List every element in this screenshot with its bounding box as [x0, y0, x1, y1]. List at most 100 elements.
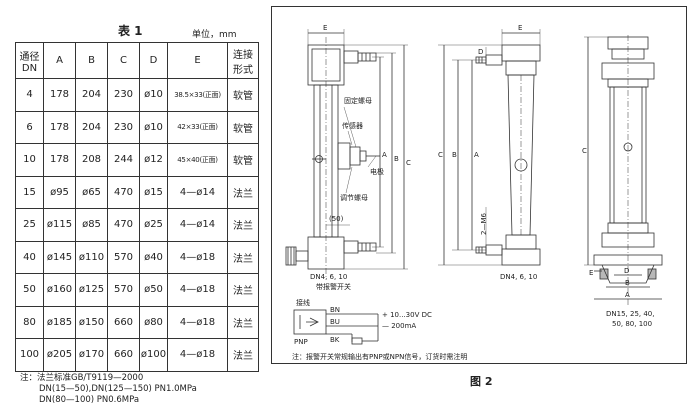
table-cell: 4—ø18: [167, 273, 228, 307]
table-cell: 4—ø14: [167, 175, 228, 209]
label-b2: B: [452, 151, 457, 159]
meter-small-drawing: [438, 29, 541, 266]
table-cell: ø10: [139, 78, 168, 112]
table-cell: 4—ø18: [167, 240, 228, 274]
table-cell: ø10: [139, 110, 168, 144]
table-cell: 38.5×33(正面): [167, 78, 228, 112]
table-cell: 570: [107, 240, 140, 274]
label-bk: BK: [330, 336, 340, 344]
table-cell: ø115: [43, 208, 76, 242]
label-a1: A: [382, 151, 387, 159]
table-cell: ø145: [43, 240, 76, 274]
label-e3: E: [589, 269, 593, 277]
table-cell: 15: [15, 175, 44, 209]
table-cell: ø185: [43, 305, 76, 339]
label-dn-small-alarm: DN4, 6, 10: [310, 273, 347, 281]
table-cell: ø25: [139, 208, 168, 242]
table-cell: ø15: [139, 175, 168, 209]
wiring-diagram: [293, 309, 379, 345]
label-a3: A: [625, 291, 630, 299]
table-cell: 204: [75, 78, 108, 112]
table-header-cell: E: [167, 42, 228, 79]
table-cell: ø150: [75, 305, 108, 339]
table-cell: 45×40(正面): [167, 143, 228, 177]
label-dn-small: DN4, 6, 10: [500, 273, 537, 281]
label-d2: D: [478, 48, 483, 56]
table-cell: ø160: [43, 273, 76, 307]
table-header-cell: C: [107, 42, 140, 79]
table-title: 表 1: [118, 24, 143, 38]
note-line-2: DN(15—50),DN(125—150) PN1.0MPa: [39, 384, 197, 394]
note-line-1: 注：法兰标准GB/T9119—2000: [20, 373, 144, 383]
label-d3: D: [624, 267, 629, 275]
table-cell: 法兰: [227, 240, 259, 274]
table-cell: ø50: [139, 273, 168, 307]
label-sensor: 传感器: [342, 121, 363, 130]
figure-2-drawing: E A B C 固定螺母 传感器 电极 调节螺母 (50) DN4, 6, 10…: [271, 6, 687, 364]
table-cell: 6: [15, 110, 44, 144]
table-cell: 软管: [227, 110, 259, 144]
table-cell: ø100: [139, 338, 168, 372]
table-cell: 法兰: [227, 175, 259, 209]
label-e1: E: [323, 24, 327, 32]
table-cell: 178: [43, 110, 76, 144]
table-header-cell: D: [139, 42, 168, 79]
label-dim-50: (50): [329, 215, 344, 223]
table-cell: 204: [75, 110, 108, 144]
table-cell: 25: [15, 208, 44, 242]
label-with-alarm: 带报警开关: [316, 282, 351, 291]
label-electrode: 电极: [370, 167, 384, 176]
note-line-3: DN(80—100) PN0.6MPa: [39, 395, 140, 405]
label-bu: BU: [330, 318, 340, 326]
label-fixed-nut: 固定螺母: [344, 96, 372, 105]
table-cell: 660: [107, 338, 140, 372]
label-c1: C: [406, 159, 411, 167]
table-cell: 50: [15, 273, 44, 307]
table-notes: 注：法兰标准GB/T9119—2000 DN(15—50),DN(125—150…: [20, 373, 197, 406]
table-cell: 244: [107, 143, 140, 177]
label-pnp: PNP: [294, 338, 308, 346]
table-cell: ø95: [43, 175, 76, 209]
table-cell: 法兰: [227, 305, 259, 339]
table-cell: 230: [107, 78, 140, 112]
label-dn-large-1: DN15, 25, 40,: [606, 310, 654, 318]
table-cell: 4—ø18: [167, 305, 228, 339]
table-cell: 法兰: [227, 338, 259, 372]
table-header-cell: 连接 形式: [227, 42, 259, 79]
label-b1: B: [394, 155, 399, 163]
table-cell: ø205: [43, 338, 76, 372]
table-cell: 178: [43, 143, 76, 177]
label-current: — 200mA: [382, 322, 416, 330]
table-cell: 470: [107, 175, 140, 209]
table-cell: ø40: [139, 240, 168, 274]
label-bn: BN: [330, 306, 340, 314]
table-cell: 40: [15, 240, 44, 274]
label-m6: 2—M6: [480, 213, 488, 235]
table-cell: 660: [107, 305, 140, 339]
label-a2: A: [474, 151, 479, 159]
table-header-cell: B: [75, 42, 108, 79]
table-cell: ø125: [75, 273, 108, 307]
table-cell: 80: [15, 305, 44, 339]
table-cell: 100: [15, 338, 44, 372]
label-switch-note: 注：报警开关常规输出有PNP或NPN信号，订货时需注明: [292, 352, 467, 361]
label-b3: B: [625, 279, 630, 287]
label-e2: E: [518, 24, 522, 32]
table-cell: 软管: [227, 143, 259, 177]
figure-caption: 图 2: [470, 375, 493, 388]
label-c3: C: [582, 147, 587, 155]
table-cell: 230: [107, 110, 140, 144]
table-cell: ø85: [75, 208, 108, 242]
meter-with-alarm-drawing: [285, 29, 408, 277]
label-wiring: 接线: [296, 298, 310, 307]
